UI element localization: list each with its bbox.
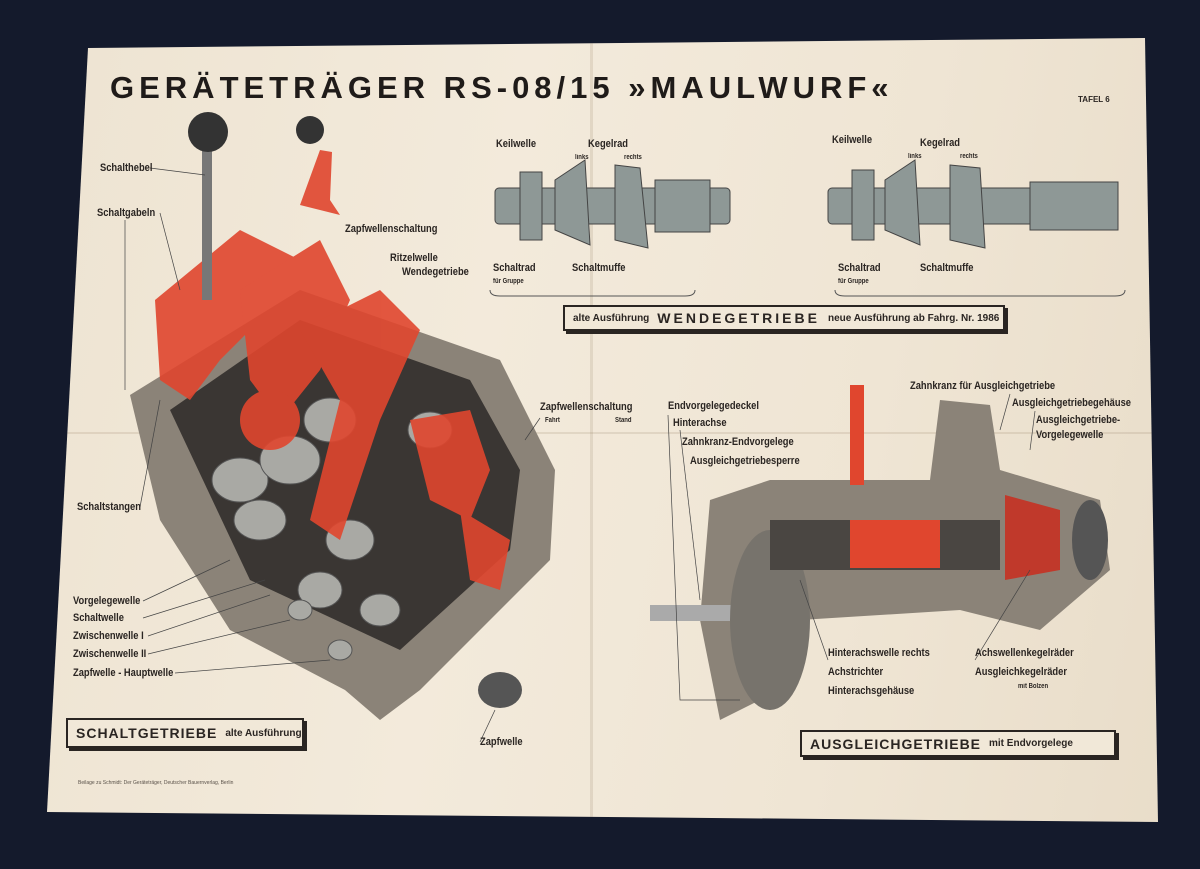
- label-achswellenkegelraeder: Achswellenkegelräder: [975, 647, 1074, 659]
- label-kegelrad-neu: Kegelrad: [920, 137, 961, 149]
- label-stand: Stand: [615, 417, 632, 424]
- label-zwischenwelle-2: Zwischenwelle II: [73, 648, 147, 660]
- schaltgetriebe-drawing: [130, 112, 555, 720]
- wendegetriebe-alt-drawing: [494, 159, 731, 249]
- label-ausgleichgetriebesperre: Ausgleichgetriebesperre: [690, 455, 800, 467]
- label-fahrt: Fahrt: [545, 417, 560, 424]
- label-schaltrad-alt: Schaltrad: [493, 262, 536, 274]
- ausgleichgetriebe-caption: AUSGLEICHGETRIEBE mit Endvorgelege: [800, 730, 1116, 757]
- label-keilwelle-neu: Keilwelle: [832, 134, 873, 146]
- caption-subtitle: mit Endvorgelege: [989, 738, 1073, 749]
- label-kegelrad-alt: Kegelrad: [588, 138, 629, 150]
- label-rechts-neu: rechts: [960, 153, 978, 160]
- label-fuer-gruppe-alt: für Gruppe: [493, 278, 524, 285]
- label-ausgleichkegelraeder: Ausgleichkegelräder: [975, 666, 1067, 678]
- label-zahnkranz-endvorgelege: Zahnkranz-Endvorgelege: [682, 436, 794, 448]
- label-zapfwelle-hauptwelle: Zapfwelle - Hauptwelle: [73, 667, 174, 679]
- label-zwischenwelle-1: Zwischenwelle I: [73, 630, 144, 642]
- label-fuer-gruppe-neu: für Gruppe: [838, 278, 869, 285]
- label-wendegetriebe: Wendegetriebe: [402, 266, 469, 278]
- label-schaltmuffe-neu: Schaltmuffe: [920, 262, 974, 274]
- label-mit-bolzen: mit Bolzen: [1018, 683, 1049, 690]
- ausgleichgetriebe-drawing: [650, 385, 1110, 720]
- label-zapfwellenschaltung-2: Zapfwellenschaltung: [540, 401, 633, 413]
- label-schaltmuffe-alt: Schaltmuffe: [572, 262, 626, 274]
- caption-subtitle: alte Ausführung: [225, 727, 302, 739]
- label-vorgelegewelle-1: Ausgleichgetriebe-: [1036, 414, 1121, 426]
- label-endvorgelegedeckel: Endvorgelegedeckel: [668, 400, 759, 412]
- footer-credit: Beilage zu Schmidt: Der Geräteträger, De…: [78, 780, 234, 786]
- caption-title: AUSGLEICHGETRIEBE: [810, 735, 982, 752]
- label-schalthebel: Schalthebel: [100, 162, 153, 174]
- label-keilwelle-alt: Keilwelle: [496, 138, 537, 150]
- wendegetriebe-neu-drawing: [827, 159, 1119, 249]
- label-hinterachsgehaeuse: Hinterachsgehäuse: [828, 685, 915, 697]
- label-schaltwelle: Schaltwelle: [73, 612, 124, 624]
- caption-title: SCHALTGETRIEBE: [76, 725, 218, 741]
- label-schaltgabeln: Schaltgabeln: [97, 207, 156, 219]
- label-vorgelegewelle: Vorgelegewelle: [73, 595, 141, 607]
- schaltgetriebe-caption: SCHALTGETRIEBE alte Ausführung: [66, 718, 304, 748]
- label-ausgleichgetriebegehaeuse: Ausgleichgetriebegehäuse: [1012, 397, 1131, 409]
- label-zapfwellenschaltung: Zapfwellenschaltung: [345, 223, 438, 235]
- label-ritzelwelle: Ritzelwelle: [390, 252, 438, 264]
- label-hinterachswelle: Hinterachswelle rechts: [828, 647, 930, 659]
- label-schaltstangen: Schaltstangen: [77, 501, 141, 513]
- label-links-neu: links: [908, 153, 922, 160]
- label-links-alt: links: [575, 154, 589, 161]
- poster-title: GERÄTETRÄGER RS-08/15 »MAULWURF«: [110, 70, 894, 105]
- caption-title: WENDEGETRIEBE: [657, 310, 820, 326]
- plate-number: TAFEL 6: [1078, 95, 1110, 104]
- caption-left: alte Ausführung: [573, 312, 650, 324]
- label-schaltrad-neu: Schaltrad: [838, 262, 881, 274]
- caption-right: neue Ausführung ab Fahrg. Nr. 1986: [827, 312, 1000, 324]
- label-hinterachse: Hinterachse: [673, 417, 727, 429]
- label-vorgelegewelle-2: Vorgelegewelle: [1036, 429, 1104, 441]
- label-rechts-alt: rechts: [624, 154, 642, 161]
- label-zapfwelle: Zapfwelle: [480, 736, 523, 748]
- label-achstrichter: Achstrichter: [828, 666, 884, 678]
- wendegetriebe-caption: alte Ausführung WENDEGETRIEBE neue Ausfü…: [563, 305, 1005, 331]
- label-zahnkranz-ausgleich: Zahnkranz für Ausgleichgetriebe: [910, 380, 1056, 392]
